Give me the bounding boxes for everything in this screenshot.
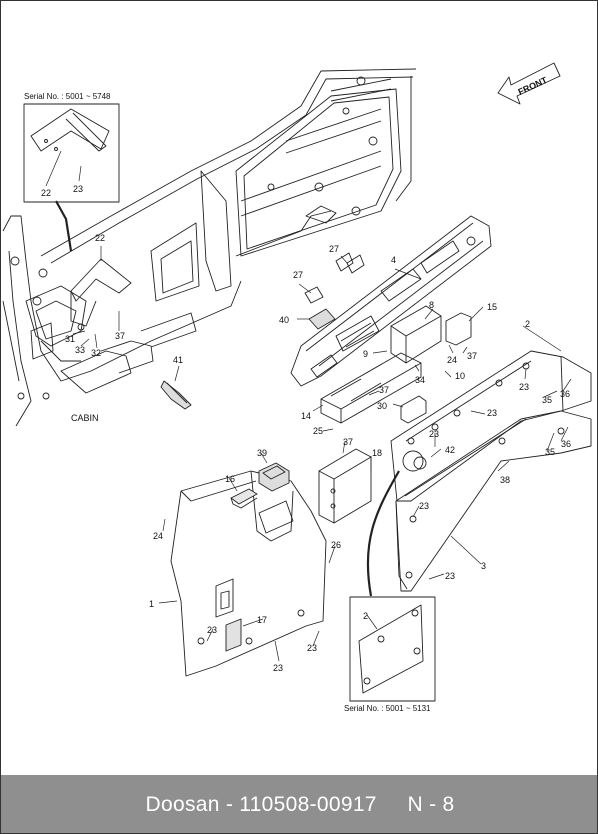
trim-panel-1 [170, 470, 327, 677]
callout-23: 23 [519, 382, 529, 392]
callout-23: 23 [487, 408, 497, 418]
callout-9: 9 [363, 349, 368, 359]
callout-17: 17 [257, 615, 267, 625]
callout-14: 14 [301, 411, 311, 421]
callout-2: 2 [525, 319, 530, 329]
switch-39 [258, 462, 290, 492]
cabin-label: CABIN [71, 413, 99, 423]
callout-30: 30 [377, 401, 387, 411]
callout-27: 27 [293, 270, 303, 280]
bracket-22 [70, 258, 132, 327]
cover-16 [230, 488, 258, 509]
inset-serial-top: Serial No. : 5001 ~ 5748 [24, 92, 111, 101]
footer-brand: Doosan [145, 793, 220, 816]
callout-25: 25 [313, 426, 323, 436]
callout-4: 4 [391, 255, 396, 265]
console-panel-4 [290, 215, 492, 387]
callout-34: 34 [415, 375, 425, 385]
bracket-34 [320, 352, 422, 424]
leader-lines [45, 150, 572, 662]
bracket-15 [445, 312, 472, 346]
callout-37: 37 [467, 351, 477, 361]
callout-23: 23 [445, 571, 455, 581]
callout-24: 24 [153, 531, 163, 541]
callout-36: 36 [561, 439, 571, 449]
callout-23: 23 [73, 184, 83, 194]
callout-22: 22 [41, 188, 51, 198]
inset-box-topleft [23, 103, 120, 252]
trim-panel-3 [395, 410, 592, 592]
callout-23: 23 [429, 429, 439, 439]
callout-10: 10 [455, 371, 465, 381]
trim-panel-2 [390, 350, 592, 502]
callout-16: 16 [225, 474, 235, 484]
inset-serial-bottom: Serial No. : 5001 ~ 5131 [344, 704, 431, 713]
callout-32: 32 [91, 348, 101, 358]
callout-2: 2 [363, 611, 368, 621]
bracket-30 [400, 395, 427, 424]
callout-27: 27 [329, 244, 339, 254]
callout-42: 42 [445, 445, 455, 455]
callout-23: 23 [207, 625, 217, 635]
callout-22: 22 [95, 233, 105, 243]
callout-33: 33 [75, 345, 85, 355]
callout-36: 36 [560, 389, 570, 399]
callout-8: 8 [429, 300, 434, 310]
callout-35: 35 [542, 395, 552, 405]
exploded-view-drawing: FRONT CABIN Serial No. : 5001 ~ 5748 Ser… [2, 62, 592, 713]
callout-39: 39 [257, 448, 267, 458]
callout-23: 23 [273, 663, 283, 673]
callout-40: 40 [279, 315, 289, 325]
cabin-left-wall [2, 215, 242, 427]
callout-23: 23 [307, 643, 317, 653]
callout-23: 23 [419, 501, 429, 511]
callout-1: 1 [149, 599, 154, 609]
cabin-door-frame [40, 68, 417, 302]
inset-box-bottom [349, 596, 436, 702]
bracket-18 [318, 448, 372, 524]
callout-15: 15 [487, 302, 497, 312]
callout-18: 18 [372, 448, 382, 458]
box-8 [390, 305, 442, 364]
callout-41: 41 [173, 355, 183, 365]
front-arrow-icon [497, 62, 561, 105]
callout-3: 3 [481, 561, 486, 571]
footer-page: N - 8 [407, 793, 455, 816]
callout-37: 37 [115, 331, 125, 341]
callout-35: 35 [545, 447, 555, 457]
footer-separator: - [219, 793, 240, 816]
part-41-connector [160, 380, 192, 410]
footer-gap [377, 793, 408, 817]
callout-31: 31 [65, 334, 75, 344]
footer-part-number: 110508-00917 [239, 793, 377, 816]
switch-assembly-27 [304, 252, 380, 352]
callout-37: 37 [343, 437, 353, 447]
footer-bar: Doosan - 110508-00917 N - 8 [1, 775, 597, 833]
callout-38: 38 [500, 475, 510, 485]
callout-26: 26 [331, 540, 341, 550]
callout-24: 24 [447, 355, 457, 365]
callout-37: 37 [379, 385, 389, 395]
